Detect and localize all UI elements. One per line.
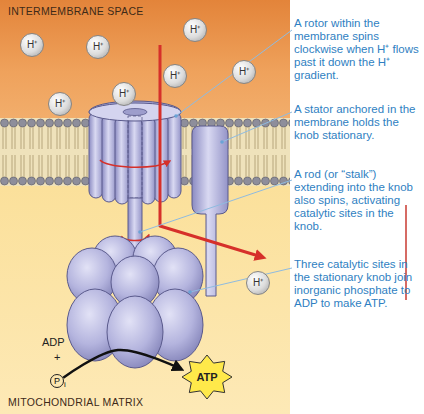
rotor-top <box>89 103 181 121</box>
proton-ion: H⁺ <box>246 271 270 295</box>
callout-text: A stator anchored in the membrane holds … <box>294 103 422 142</box>
callout-text: A rotor within the membrane spins clockw… <box>294 17 422 82</box>
proton-ion: H⁺ <box>232 60 256 84</box>
rotor-lobe <box>141 116 155 204</box>
rotation-arrow <box>100 160 168 167</box>
proton-ion: H⁺ <box>86 35 110 59</box>
starburst-shape <box>182 355 232 399</box>
callout-text: A rod (or “stalk”) extending into the kn… <box>294 168 422 233</box>
proton-ion: H⁺ <box>183 18 207 42</box>
knob-lobe <box>107 296 163 368</box>
molecule-label: ADP <box>42 336 86 349</box>
leader-dot <box>174 114 178 118</box>
ion-label: H⁺ <box>190 25 200 35</box>
ion-label: H⁺ <box>93 42 103 52</box>
phosphate-label: i <box>64 381 66 389</box>
leader-dot <box>188 290 192 294</box>
callout-text: Three catalytic sites in the stationary … <box>294 258 422 310</box>
rotor-lobe <box>89 112 103 198</box>
leader-dot <box>138 230 142 234</box>
molecule-label: ATP <box>196 371 217 383</box>
region-label: INTERMEMBRANE SPACE <box>8 5 144 17</box>
proton-ion: H⁺ <box>48 92 72 116</box>
ion-label: H⁺ <box>55 99 65 109</box>
ion-label: H⁺ <box>239 67 249 77</box>
proton-ion: H⁺ <box>163 64 187 88</box>
rod-hidden <box>128 116 142 198</box>
ion-label: H⁺ <box>170 71 180 81</box>
rotor-lobe <box>167 112 181 198</box>
atp-burst: ATP <box>181 354 233 400</box>
ion-label: H⁺ <box>253 278 263 288</box>
rotor-lobe <box>102 114 116 202</box>
ion-label: H⁺ <box>119 89 129 99</box>
ion-label: H⁺ <box>27 40 37 50</box>
rotor-hub <box>123 109 147 116</box>
plus-sign: + <box>54 351 68 364</box>
proton-ion: H⁺ <box>20 33 44 57</box>
rotor-lobe <box>128 117 142 205</box>
rotor-lobe <box>115 116 129 204</box>
phosphate-circle: Pi <box>50 374 64 388</box>
region-label: MITOCHONDRIAL MATRIX <box>8 396 143 408</box>
proton-ion: H⁺ <box>112 82 136 106</box>
phosphate-label: P <box>54 377 60 386</box>
leader-dot <box>220 140 224 144</box>
